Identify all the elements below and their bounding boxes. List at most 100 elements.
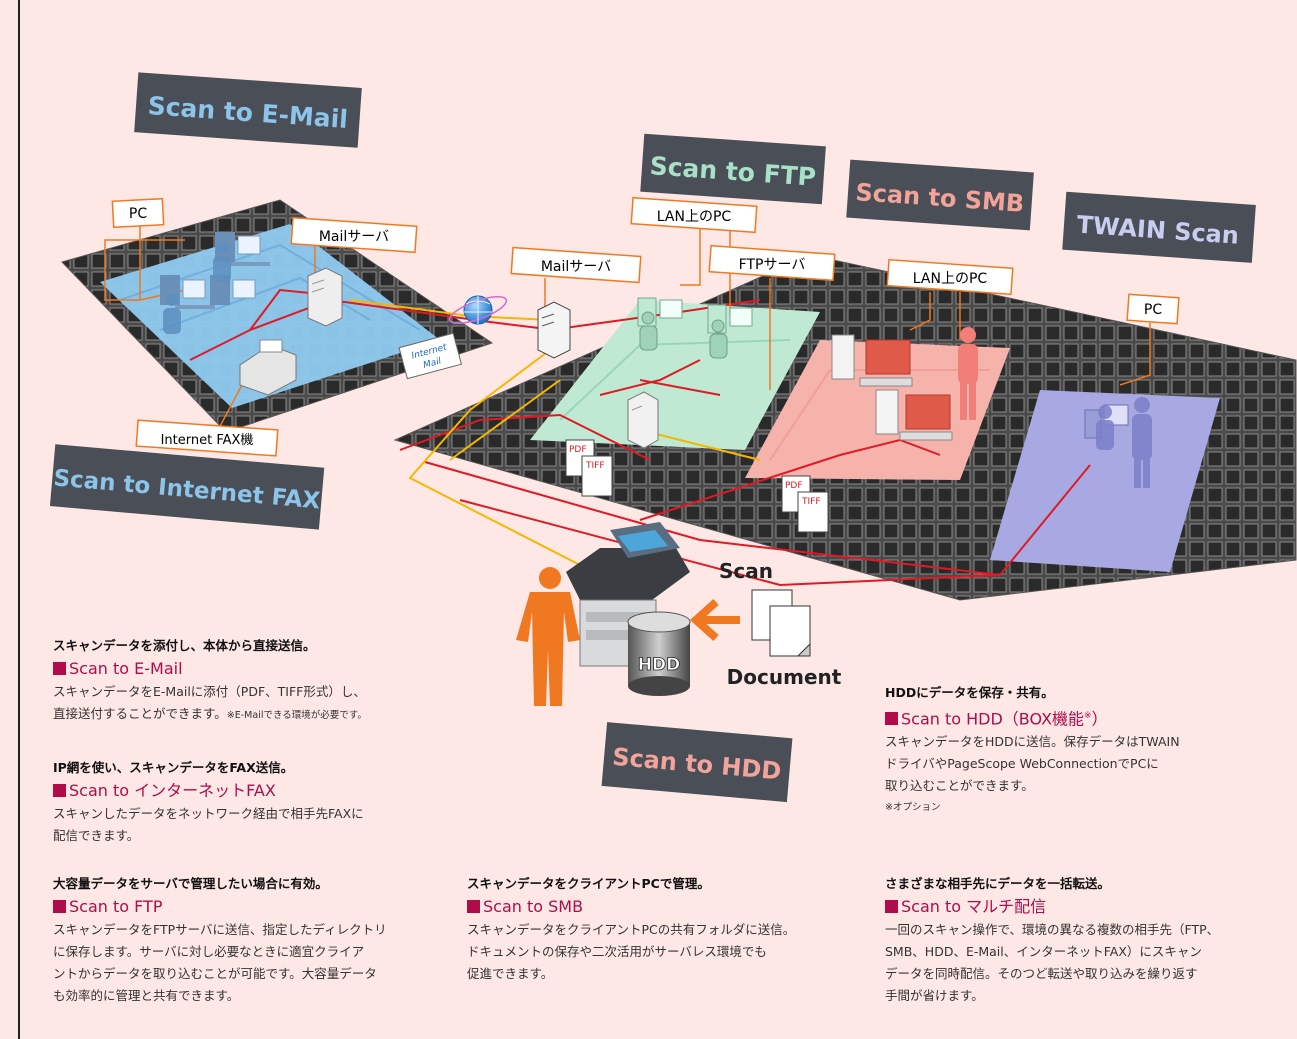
main-grid-floor bbox=[393, 254, 1297, 601]
banner-twain-scan: TWAIN Scan bbox=[1062, 191, 1256, 263]
lan-pc-ftp-label: LAN上のPC bbox=[657, 209, 732, 225]
banner-scan-to-hdd: Scan to HDD bbox=[601, 722, 793, 803]
desc-hdd-title-end: ） bbox=[1091, 709, 1108, 729]
callout-pc-email: PC bbox=[111, 197, 165, 229]
desc-hdd-title-text: Scan to HDD（BOX機能 bbox=[901, 709, 1085, 729]
title-marker bbox=[885, 712, 898, 726]
ftp-pc-group bbox=[637, 297, 753, 359]
banner-scan-to-ftp: Scan to FTP bbox=[640, 133, 826, 205]
banner-scan-to-internet-fax: Scan to Internet FAX bbox=[49, 444, 325, 530]
ftp-zone bbox=[530, 300, 820, 450]
desktop-pc-icon bbox=[875, 389, 953, 441]
scan-label: Scan bbox=[719, 559, 773, 583]
pdf-label-2: PDF bbox=[785, 481, 803, 491]
desc-email-heading: スキャンデータを添付し、本体から直接送信。 bbox=[53, 638, 316, 653]
desc-email-body-text: スキャンデータをE-Mailに添付（PDF、TIFF形式）し、 直接送付すること… bbox=[53, 684, 366, 721]
person-icon bbox=[1096, 397, 1152, 488]
tiff-label-1: TIFF bbox=[585, 461, 605, 471]
callout-lan-pc-smb: LAN上のPC bbox=[886, 258, 1014, 296]
operator-person-icon bbox=[516, 567, 580, 706]
tiff-label-2: TIFF bbox=[801, 497, 821, 507]
pc-email-label: PC bbox=[129, 206, 147, 222]
ftp-server-icon bbox=[627, 391, 659, 449]
desc-ifax-body: スキャンしたデータをネットワーク経由で相手先FAXに 配信できます。 bbox=[53, 806, 364, 843]
twain-pc-group bbox=[1084, 397, 1152, 488]
desc-hdd: HDDにデータを保存・共有。 Scan to HDD（BOX機能※） スキャンデ… bbox=[885, 682, 1285, 819]
desc-hdd-title: Scan to HDD（BOX機能※） bbox=[885, 706, 1285, 729]
person-icon bbox=[958, 327, 978, 420]
hdd-cylinder-icon: HDD bbox=[627, 611, 691, 696]
desc-ifax-heading: IP網を使い、スキャンデータをFAX送信。 bbox=[53, 760, 294, 775]
mail-server-2-icon bbox=[537, 301, 571, 359]
desc-multi-title-text: Scan to マルチ配信 bbox=[901, 897, 1047, 916]
desc-smb-body: スキャンデータをクライアントPCの共有フォルダに送信。 ドキュメントの保存や二次… bbox=[467, 922, 796, 981]
document-label: Document bbox=[727, 665, 842, 689]
internet-fax-machine-icon bbox=[239, 339, 297, 396]
desc-hdd-note: ※オプション bbox=[885, 802, 941, 814]
title-marker bbox=[53, 900, 66, 913]
desc-ftp-heading: 大容量データをサーバで管理したい場合に有効。 bbox=[53, 876, 328, 891]
ftp-server-label: FTPサーバ bbox=[739, 257, 806, 273]
desc-smb: スキャンデータをクライアントPCで管理。 Scan to SMB スキャンデータ… bbox=[467, 873, 867, 985]
person-icon bbox=[163, 242, 231, 334]
desc-multi-body: 一回のスキャン操作で、環境の異なる複数の相手先（FTP、 SMB、HDD、E-M… bbox=[885, 922, 1220, 1003]
desc-email-body: スキャンデータをE-Mailに添付（PDF、TIFF形式）し、 直接送付すること… bbox=[53, 681, 453, 727]
email-zone bbox=[100, 224, 440, 408]
desc-smb-heading: スキャンデータをクライアントPCで管理。 bbox=[467, 876, 710, 891]
desc-smb-title-text: Scan to SMB bbox=[483, 897, 584, 916]
callout-lan-pc-ftp: LAN上のPC bbox=[630, 196, 758, 234]
internet-mail-envelope-icon: Internet Mail bbox=[398, 332, 463, 380]
desc-multi-title: Scan to マルチ配信 bbox=[885, 897, 1285, 917]
twain-zone bbox=[990, 390, 1220, 572]
banner-scan-to-email: Scan to E-Mail bbox=[134, 72, 362, 148]
desktop-pc-icon bbox=[831, 334, 913, 387]
banner-scan-to-smb: Scan to SMB bbox=[846, 159, 1034, 231]
mail-server-2-label: Mailサーバ bbox=[541, 259, 611, 275]
ifax-machine-label: Internet FAX機 bbox=[161, 433, 254, 448]
desc-multi-heading: さまざまな相手先にデータを一括転送。 bbox=[885, 876, 1111, 891]
callout-mail-server-1: Mailサーバ bbox=[290, 216, 418, 254]
desc-email-title: Scan to E-Mail bbox=[53, 659, 453, 679]
desktop-pc-icon bbox=[210, 275, 256, 305]
callout-ifax-machine: Internet FAX機 bbox=[135, 419, 279, 457]
callout-ftp-server: FTPサーバ bbox=[708, 244, 836, 282]
desc-ifax-title: Scan to インターネットFAX bbox=[53, 781, 453, 801]
desc-ftp-title: Scan to FTP bbox=[53, 897, 453, 917]
desc-hdd-body: スキャンデータをHDDに送信。保存データはTWAIN ドライバやPageScop… bbox=[885, 734, 1180, 794]
title-marker bbox=[53, 784, 66, 797]
pdf-tiff-icon-1: PDF TIFF bbox=[565, 439, 613, 497]
document-icon bbox=[751, 589, 811, 657]
pdf-label-1: PDF bbox=[569, 445, 587, 455]
email-pc-group bbox=[160, 232, 270, 334]
scan-arrow-icon bbox=[690, 599, 740, 641]
desc-email: スキャンデータを添付し、本体から直接送信。 Scan to E-Mail スキャ… bbox=[53, 635, 453, 727]
mail-server-1-label: Mailサーバ bbox=[319, 229, 389, 245]
desc-smb-title: Scan to SMB bbox=[467, 897, 867, 917]
smb-pc-group bbox=[831, 327, 978, 441]
desc-ifax: IP網を使い、スキャンデータをFAX送信。 Scan to インターネットFAX… bbox=[53, 757, 453, 847]
globe-icon bbox=[448, 295, 508, 325]
email-grid-floor bbox=[61, 199, 494, 433]
desc-ftp-body: スキャンデータをFTPサーバに送信、指定したディレクトリ に保存します。サーバに… bbox=[53, 922, 387, 1003]
title-marker bbox=[467, 900, 480, 913]
mail-server-icon bbox=[307, 267, 343, 327]
desc-ifax-title-text: Scan to インターネットFAX bbox=[69, 781, 276, 800]
pc-twain-label: PC bbox=[1144, 302, 1162, 318]
desc-ftp: 大容量データをサーバで管理したい場合に有効。 Scan to FTP スキャンデ… bbox=[53, 873, 453, 1007]
hdd-label: HDD bbox=[638, 655, 680, 675]
internet-mail-label-2: Mail bbox=[422, 356, 443, 371]
lan-pc-smb-label: LAN上のPC bbox=[913, 271, 988, 287]
title-marker bbox=[885, 900, 898, 913]
desc-multi: さまざまな相手先にデータを一括転送。 Scan to マルチ配信 一回のスキャン… bbox=[885, 873, 1285, 1007]
desc-hdd-heading: HDDにデータを保存・共有。 bbox=[885, 685, 1054, 700]
left-rule bbox=[18, 0, 20, 1039]
title-marker bbox=[53, 662, 66, 675]
desc-email-note: ※E-Mailできる環境が必要です。 bbox=[226, 710, 367, 721]
desc-ftp-title-text: Scan to FTP bbox=[69, 897, 163, 916]
desc-hdd-title-mark: ※ bbox=[1084, 711, 1092, 721]
callout-pc-twain: PC bbox=[1126, 293, 1180, 325]
callout-mail-server-2: Mailサーバ bbox=[510, 246, 642, 284]
desc-email-title-text: Scan to E-Mail bbox=[69, 659, 183, 678]
